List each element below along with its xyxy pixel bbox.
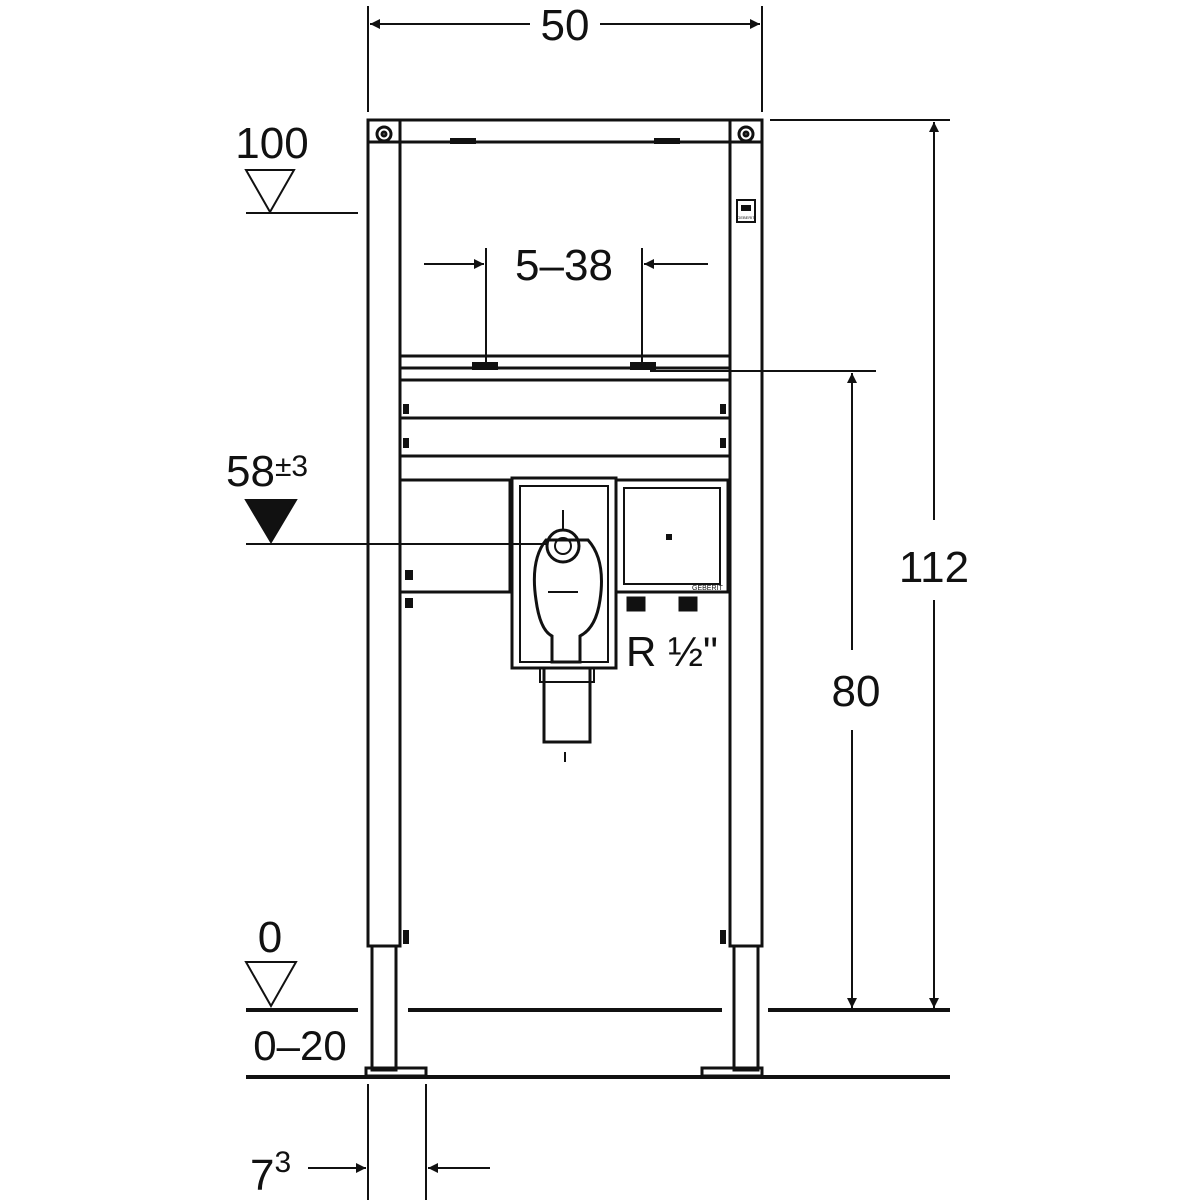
level-58-label: 58±3 — [226, 447, 308, 496]
dim-drain-span-label: 5–38 — [515, 241, 613, 290]
small-logo-text: GEBERIT — [737, 215, 755, 220]
left-upright — [366, 118, 402, 948]
control-box — [614, 478, 730, 612]
top-rail — [366, 118, 764, 144]
level-0 — [244, 961, 298, 1009]
level-0-triangle-icon — [244, 961, 298, 1009]
floor — [246, 1008, 950, 1079]
level-0-label: 0 — [258, 913, 282, 962]
dim-foot-offset — [308, 1084, 490, 1200]
right-foot — [700, 1066, 764, 1078]
frame — [364, 118, 764, 1078]
right-leg — [732, 944, 760, 1072]
upright-label: GEBERIT — [736, 199, 756, 223]
hole-right-icon — [737, 125, 755, 143]
right-upright — [728, 118, 764, 948]
hole-left-inner-icon — [380, 130, 388, 138]
dim-total-height — [770, 119, 950, 1008]
floor-adjust-label: 0–20 — [253, 1022, 346, 1069]
control-housing — [614, 478, 730, 594]
left-leg — [370, 944, 398, 1072]
lower-bracket — [398, 478, 512, 594]
left-foot — [364, 1066, 428, 1078]
dim-total-height-label: 112 — [899, 543, 969, 592]
dim-foot-offset-label: 73 — [250, 1146, 291, 1200]
level-100-label: 100 — [235, 119, 308, 168]
dim-drain-span — [424, 248, 708, 368]
mount-holes — [375, 125, 755, 143]
dim-width-label: 50 — [541, 1, 590, 50]
water-connection-label: R ½" — [626, 628, 718, 675]
dim-width — [367, 6, 763, 112]
level-triangle-open-icon — [244, 169, 296, 215]
dim-bracket-height — [650, 370, 876, 1008]
waste-pipe — [542, 666, 592, 744]
dim-bracket-height-label: 80 — [832, 667, 881, 716]
crossbar-upper — [398, 354, 732, 370]
level-58 — [244, 499, 546, 545]
crossbar-mid — [398, 378, 732, 420]
waste-fitting — [510, 476, 618, 762]
hole-left-icon — [375, 125, 393, 143]
siphon-inlet-icon — [545, 528, 581, 564]
level-triangle-filled-icon — [244, 499, 298, 544]
crossbar-low — [398, 416, 732, 458]
hole-right-inner-icon — [742, 130, 750, 138]
plate-logo-text: GEBERIT — [692, 585, 723, 592]
siphon-body — [532, 538, 603, 664]
level-100 — [244, 169, 358, 215]
